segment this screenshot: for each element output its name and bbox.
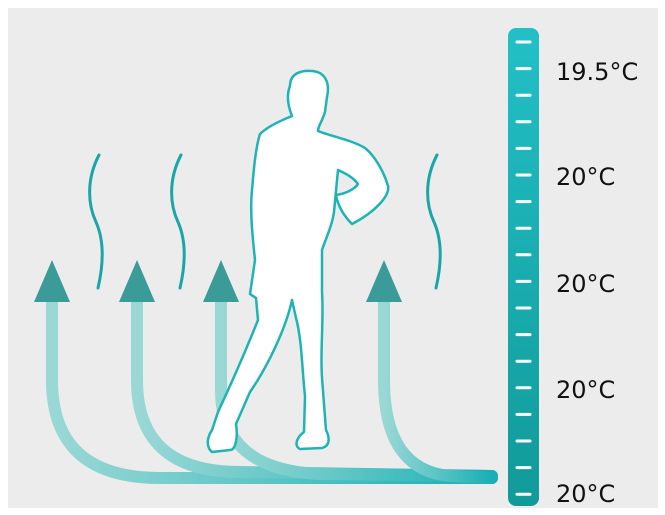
- up-arrow-icon: [203, 260, 239, 302]
- scale-ticks: [515, 40, 532, 496]
- temperature-label-middle: 20°C: [556, 270, 616, 298]
- heat-wave-icon: [88, 153, 104, 290]
- person-silhouette-icon: [206, 69, 390, 454]
- thermometer-scale-icon: [508, 28, 539, 506]
- airflow-curve: [131, 294, 498, 482]
- airflow-curve: [215, 294, 498, 482]
- thermometer-bar: [508, 28, 539, 506]
- airflow-curve: [378, 294, 498, 484]
- temperature-label-lower: 20°C: [556, 376, 616, 404]
- temperature-label-upper: 20°C: [556, 163, 616, 191]
- temperature-label-bottom: 20°C: [556, 480, 616, 508]
- background-panel: [8, 8, 658, 508]
- airflow-curve: [46, 294, 498, 484]
- airflow-arrows: [34, 260, 498, 484]
- up-arrow-icon: [119, 260, 155, 302]
- heat-wave-icon: [426, 153, 442, 290]
- up-arrow-icon: [34, 260, 70, 302]
- temperature-label-top: 19.5°C: [556, 58, 639, 86]
- heat-waves: [88, 153, 442, 290]
- up-arrow-icon: [366, 260, 402, 302]
- heat-wave-icon: [170, 153, 186, 290]
